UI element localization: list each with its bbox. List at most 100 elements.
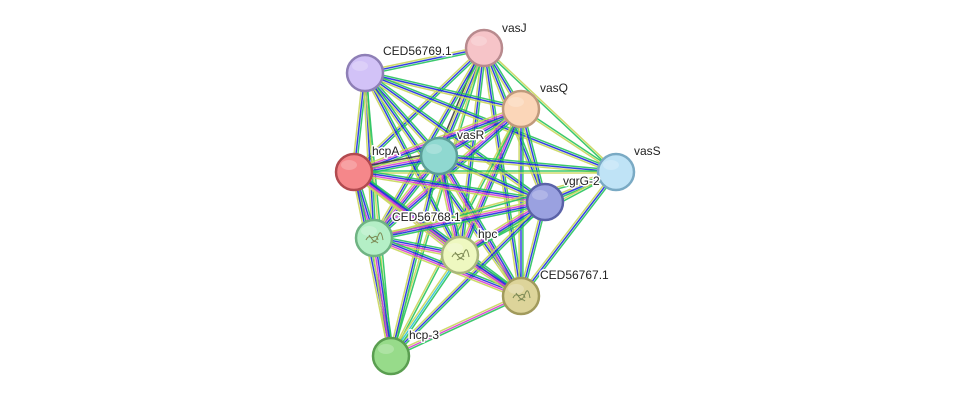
protein-structure-icon	[365, 232, 384, 244]
edge-evidence-line	[460, 109, 523, 256]
edge-evidence-line	[521, 172, 619, 298]
node-highlight	[352, 61, 368, 71]
node-circle[interactable]	[525, 182, 565, 222]
node-circle[interactable]	[501, 89, 541, 129]
node-CED56768.1[interactable]	[354, 218, 394, 258]
edge-CED56767.1-hcp-3[interactable]	[389, 293, 523, 359]
edge-evidence-line	[370, 238, 389, 357]
node-circle[interactable]	[419, 136, 459, 176]
node-label-vasS: vasS	[634, 144, 661, 158]
edge-evidence-line	[363, 73, 545, 205]
edge-evidence-line	[437, 156, 521, 297]
edge-evidence-line	[482, 48, 616, 174]
node-vasS[interactable]	[596, 152, 636, 192]
edge-evidence-line	[439, 155, 523, 296]
edge-evidence-line	[365, 70, 522, 108]
edge-evidence-line	[365, 49, 485, 76]
node-circle[interactable]	[596, 152, 636, 192]
edge-evidence-line	[362, 73, 373, 239]
edge-CED56768.1-hcp-3[interactable]	[370, 237, 395, 357]
node-highlight	[341, 160, 357, 170]
edge-evidence-line	[461, 109, 525, 257]
edge-evidence-line	[391, 297, 523, 359]
edge-evidence-line	[388, 155, 438, 356]
node-highlight	[426, 144, 442, 154]
edge-evidence-line	[354, 170, 546, 202]
node-label-CED56768.1: CED56768.1	[392, 210, 461, 224]
edge-hpc-hcp-3[interactable]	[388, 253, 463, 358]
node-vgrG-2[interactable]	[525, 182, 565, 222]
node-highlight	[471, 36, 487, 46]
edge-hcpA-vasS[interactable]	[354, 170, 616, 174]
edge-evidence-line	[391, 202, 547, 358]
node-circle[interactable]	[501, 276, 541, 316]
edge-vasJ-CED56769.1[interactable]	[364, 45, 485, 76]
node-vasQ[interactable]	[501, 89, 541, 129]
node-hcp-3[interactable]	[371, 336, 411, 376]
node-highlight	[378, 344, 394, 354]
node-circle[interactable]	[345, 53, 385, 93]
edge-evidence-line	[439, 153, 547, 201]
edge-evidence-line	[376, 237, 395, 356]
node-label-hpc: hpc	[478, 227, 497, 241]
edge-evidence-line	[518, 170, 616, 296]
node-highlight	[603, 160, 619, 170]
node-label-vasQ: vasQ	[540, 81, 568, 95]
node-highlight	[508, 97, 524, 107]
node-label-vasR: vasR	[457, 128, 485, 142]
node-circle[interactable]	[371, 336, 411, 376]
node-highlight	[508, 284, 524, 294]
node-label-hcp-3: hcp-3	[409, 328, 439, 342]
node-CED56769.1[interactable]	[345, 53, 385, 93]
edge-evidence-line	[389, 293, 521, 355]
edge-layer	[350, 45, 619, 359]
edge-evidence-line	[388, 253, 460, 356]
node-hpc[interactable]	[440, 235, 480, 275]
node-circle[interactable]	[464, 28, 504, 68]
edge-evidence-line	[354, 168, 546, 200]
node-vasR[interactable]	[419, 136, 459, 176]
edge-evidence-line	[390, 295, 522, 357]
edge-evidence-line	[440, 154, 525, 295]
protein-structure-icon	[451, 249, 470, 261]
edge-evidence-line	[353, 172, 545, 204]
node-circle[interactable]	[440, 235, 480, 275]
edge-evidence-line	[435, 157, 520, 298]
edge-evidence-line	[353, 171, 392, 357]
node-label-hcpA: hcpA	[372, 144, 399, 158]
node-label-vasJ: vasJ	[502, 21, 527, 35]
edge-evidence-line	[374, 237, 393, 356]
edge-vasQ-CED56767.1[interactable]	[518, 109, 524, 296]
edge-vasJ-vasS[interactable]	[482, 46, 618, 174]
edge-vgrG-2-CED56768.1[interactable]	[373, 198, 546, 242]
node-highlight	[361, 226, 377, 236]
edge-evidence-line	[372, 238, 391, 357]
edge-evidence-line	[364, 45, 484, 72]
edge-evidence-line	[373, 198, 545, 236]
edge-evidence-line	[362, 73, 521, 298]
node-layer	[334, 28, 636, 376]
edge-evidence-line	[391, 255, 463, 358]
node-label-CED56769.1: CED56769.1	[383, 44, 452, 58]
edge-evidence-line	[390, 201, 546, 357]
node-vasJ[interactable]	[464, 28, 504, 68]
edge-evidence-line	[374, 204, 546, 242]
edge-evidence-line	[364, 47, 485, 74]
edge-evidence-line	[351, 172, 390, 357]
protein-structure-icon	[512, 290, 531, 302]
node-circle[interactable]	[354, 218, 394, 258]
node-highlight	[447, 243, 463, 253]
edge-vasR-CED56767.1[interactable]	[435, 154, 525, 298]
edge-evidence-line	[374, 202, 546, 240]
node-hcpA[interactable]	[334, 152, 374, 192]
edge-evidence-line	[389, 108, 521, 356]
edge-evidence-line	[373, 200, 545, 238]
node-circle[interactable]	[334, 152, 374, 192]
edge-evidence-line	[355, 169, 524, 295]
node-CED56767.1[interactable]	[501, 276, 541, 316]
edge-vasS-CED56767.1[interactable]	[518, 170, 619, 298]
edge-evidence-line	[364, 72, 522, 110]
edge-evidence-line	[438, 155, 546, 203]
node-label-CED56767.1: CED56767.1	[540, 268, 609, 282]
